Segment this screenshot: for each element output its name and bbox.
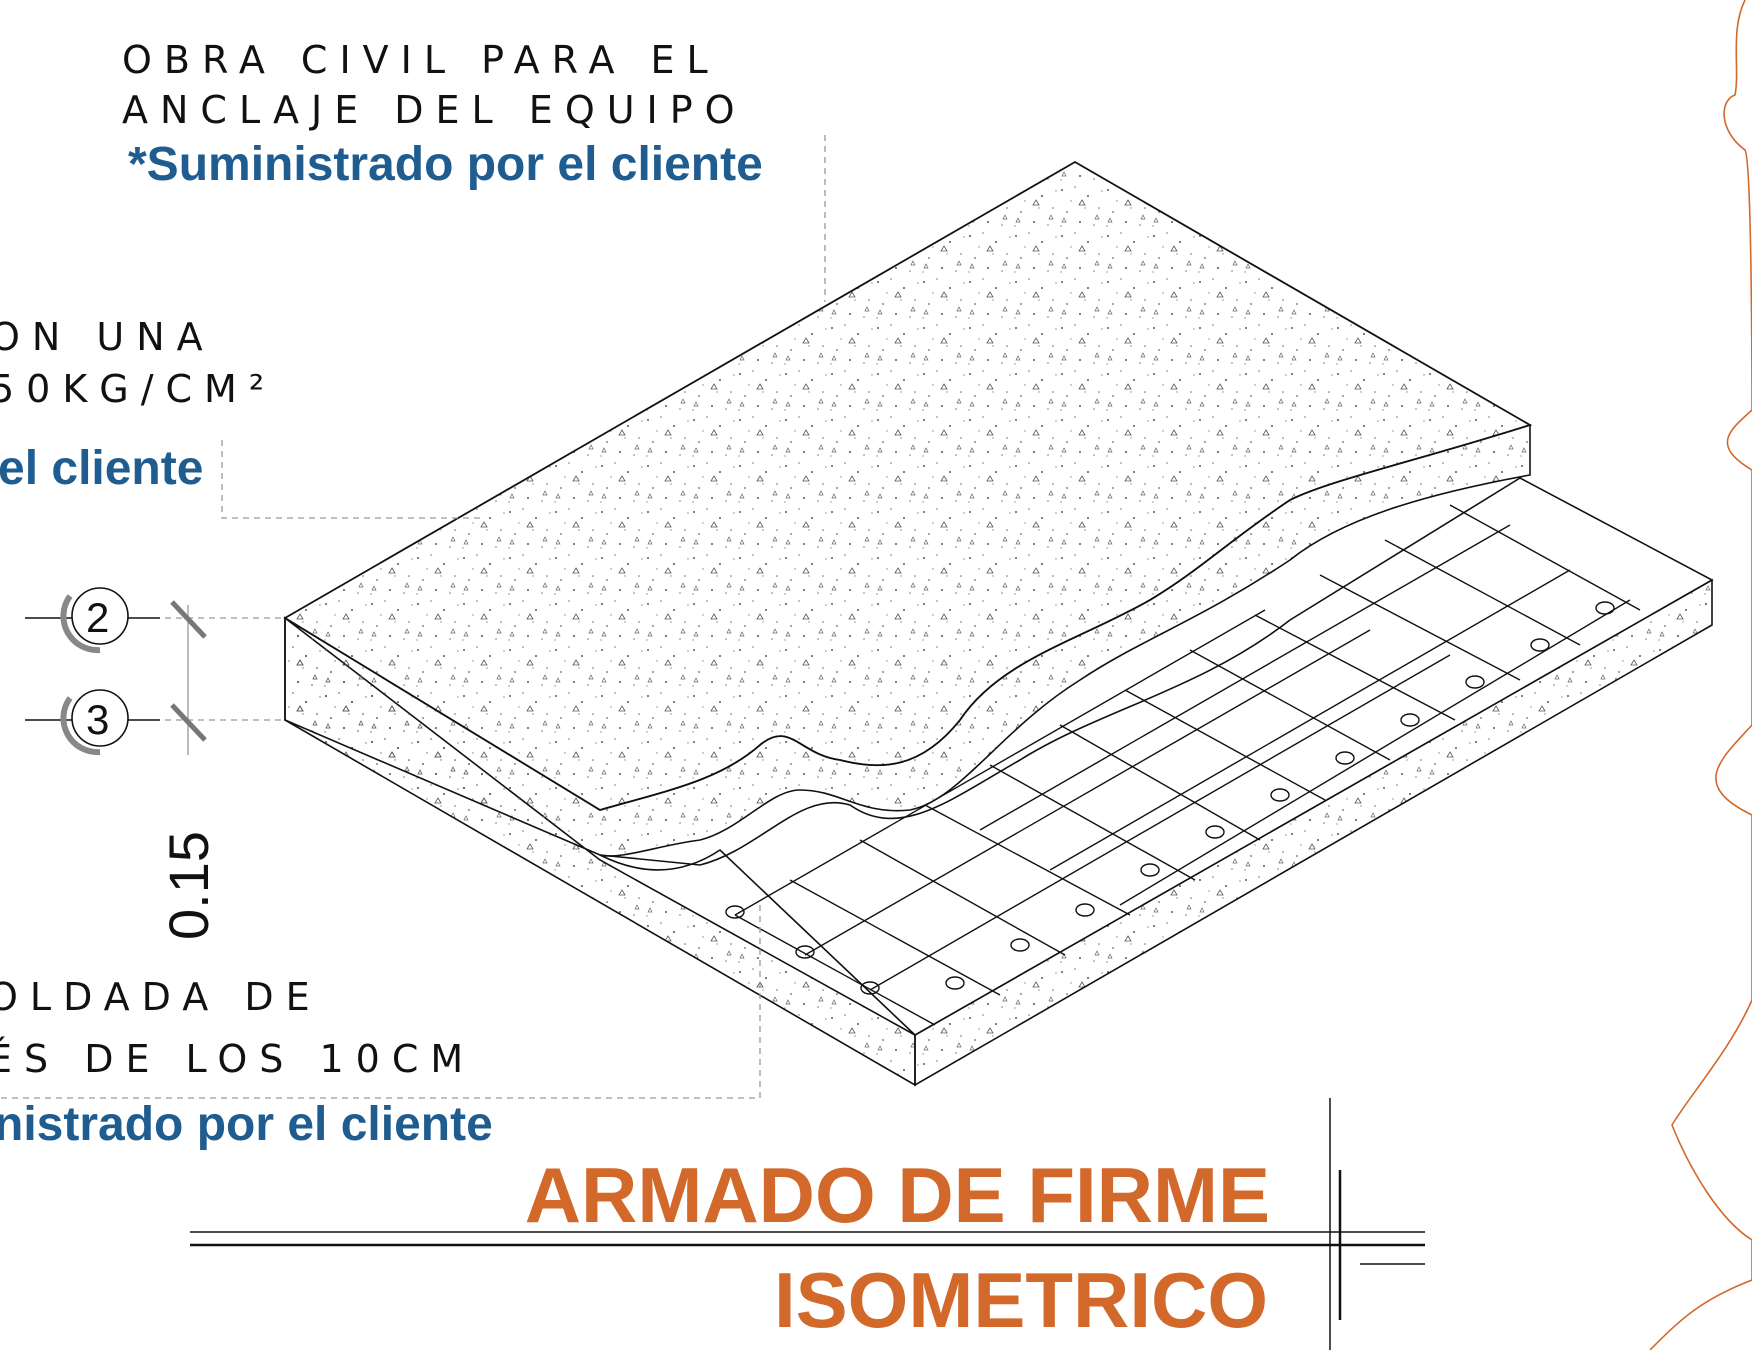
note-bottom: OLDADA DE ÉS DE LOS 10CM nistrado por el… [0, 975, 493, 1151]
leader-lines [0, 135, 826, 1099]
title-block: ARMADO DE FIRME ISOMETRICO [190, 1098, 1425, 1350]
note-bottom-line2: ÉS DE LOS 10CM [0, 1037, 475, 1081]
marker-3-label: 3 [86, 696, 109, 743]
rebar-bars-b [734, 504, 1641, 1026]
thickness-value: 0.15 [157, 831, 220, 940]
note-mid-supply: el cliente [0, 442, 203, 495]
revision-cloud [1649, 0, 1752, 1350]
slab-base-layer [284, 477, 1714, 1087]
rebar-ends [725, 601, 1615, 995]
note-top-line1: OBRA CIVIL PARA EL [122, 38, 720, 82]
drawing-title: ARMADO DE FIRME [525, 1151, 1270, 1239]
note-bottom-line1: OLDADA DE [0, 975, 322, 1019]
marker-2-label: 2 [86, 594, 109, 641]
marker-3: 3 [25, 689, 160, 756]
note-mid-line1: ON UNA [0, 315, 215, 359]
marker-2: 2 [25, 587, 160, 654]
note-top-supply: *Suministrado por el cliente [128, 138, 763, 191]
note-middle: ON UNA 50KG/CM² el cliente [0, 315, 276, 495]
note-bottom-supply: nistrado por el cliente [0, 1098, 493, 1151]
thickness-dimension: 0.15 [157, 600, 220, 940]
reinforcement-mesh [725, 504, 1641, 1026]
drawing-subtitle: ISOMETRICO [774, 1256, 1268, 1344]
rebar-bars-a [734, 524, 1631, 991]
note-top-line2: ANCLAJE DEL EQUIPO [122, 88, 747, 132]
slab-top-layer [283, 160, 1533, 857]
note-top: OBRA CIVIL PARA EL ANCLAJE DEL EQUIPO *S… [122, 38, 763, 191]
note-mid-line2: 50KG/CM² [0, 367, 276, 411]
